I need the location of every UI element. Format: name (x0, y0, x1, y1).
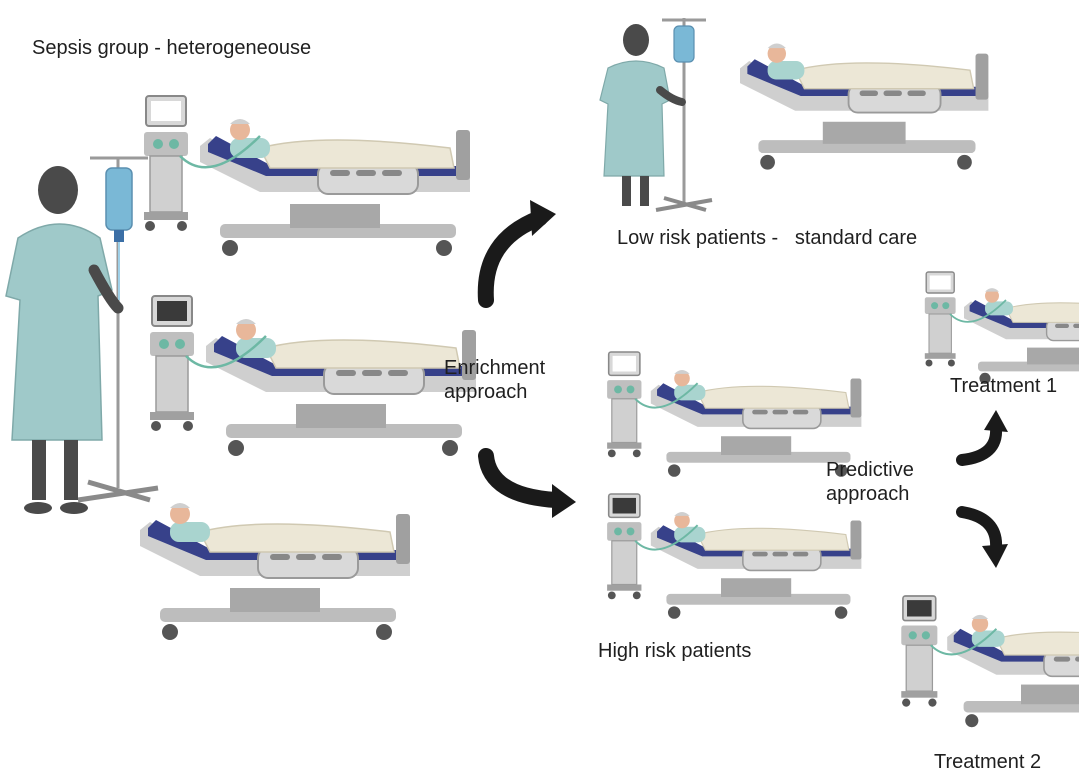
high-risk-bed-1 (607, 352, 861, 477)
high-risk-label: High risk patients (598, 639, 751, 663)
left-bed-3 (140, 503, 410, 640)
treatment-1-bed (925, 272, 1079, 384)
treatment-2-label: Treatment 2 (934, 750, 1041, 774)
treatment-1-label: Treatment 1 (950, 374, 1057, 398)
arrow-to-treatment-1 (962, 410, 1008, 460)
low-risk-bed (740, 44, 988, 170)
arrow-to-treatment-2 (962, 512, 1008, 568)
predictive-approach-label: Predictive approach (826, 458, 914, 506)
low-risk-patient-figure (600, 18, 712, 210)
left-bed-2 (150, 296, 476, 456)
left-patient-figure (6, 158, 158, 514)
low-risk-label: Low risk patients - standard care (617, 226, 917, 250)
diagram-title: Sepsis group - heterogeneouse (32, 36, 311, 60)
arrow-to-high-risk (486, 456, 576, 518)
left-bed-1 (144, 96, 470, 256)
enrichment-approach-label: Enrichment approach (444, 356, 545, 404)
arrow-to-low-risk (486, 200, 556, 300)
treatment-2-bed (901, 596, 1079, 727)
high-risk-bed-2 (607, 494, 861, 619)
